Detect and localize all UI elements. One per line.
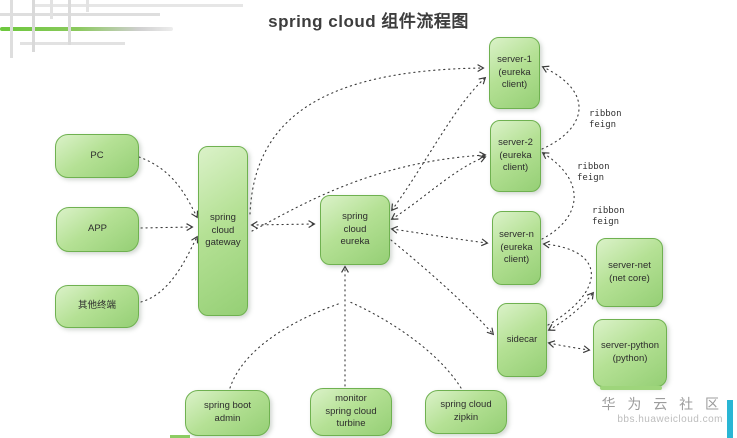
watermark: 华 为 云 社 区 bbs.huaweicloud.com xyxy=(601,396,723,425)
deco-line xyxy=(20,42,125,45)
node-other-terminal: 其他终端 xyxy=(55,285,139,328)
watermark-green-line xyxy=(600,386,662,390)
watermark-cyan-bar xyxy=(727,400,733,438)
page-title: spring cloud 组件流程图 xyxy=(268,12,469,31)
node-spring-cloud-gateway: spring cloud gateway xyxy=(198,146,248,316)
edge-gateway-eureka xyxy=(250,220,316,229)
watermark-brand: 华 为 云 社 区 xyxy=(601,396,723,412)
edge-label-ribbon-feign-1: ribbon feign xyxy=(589,109,622,131)
deco-line xyxy=(86,0,89,12)
edge-other-gateway xyxy=(140,235,199,303)
edge-eureka-server1 xyxy=(391,76,487,212)
node-server-1: server-1 (eureka client) xyxy=(489,37,540,109)
edge-app-gateway xyxy=(140,223,194,232)
edge-label-ribbon-feign-3: ribbon feign xyxy=(592,206,625,228)
node-server-net: server-net (net core) xyxy=(596,238,663,307)
edge-gateway-server1 xyxy=(249,64,485,215)
deco-line xyxy=(32,0,35,52)
edge-eureka-servern xyxy=(390,225,489,247)
node-spring-boot-admin: spring boot admin xyxy=(185,390,270,436)
deco-line xyxy=(50,0,53,19)
node-zipkin: spring cloud zipkin xyxy=(425,390,507,434)
node-pc: PC xyxy=(55,134,139,178)
edge-ribbon-servern-server2 xyxy=(541,152,575,240)
edge-zipkin-eureka xyxy=(349,301,462,389)
node-server-python: server-python (python) xyxy=(593,319,667,387)
deco-green-line xyxy=(0,27,173,31)
edge-eureka-server2 xyxy=(390,155,487,220)
edge-eureka-sidecar xyxy=(390,239,495,336)
edge-sidecar-serverpython xyxy=(547,340,591,354)
watermark-site: bbs.huaweicloud.com xyxy=(617,413,723,425)
deco-line xyxy=(68,0,71,45)
edge-label-ribbon-feign-2: ribbon feign xyxy=(577,162,610,184)
node-sidecar: sidecar xyxy=(497,303,547,377)
edge-ribbon-server2-server1 xyxy=(541,65,580,150)
edge-admin-eureka xyxy=(229,302,342,389)
deco-line xyxy=(33,4,243,7)
node-spring-cloud-eureka: spring cloud eureka xyxy=(320,195,390,265)
deco-line xyxy=(10,0,13,58)
deco-line xyxy=(0,13,160,16)
bottom-green-bar xyxy=(170,435,190,438)
node-app: APP xyxy=(56,207,139,252)
edge-sidecar-servernet xyxy=(547,291,594,331)
node-server-n: server-n (eureka client) xyxy=(492,211,541,285)
node-server-2: server-2 (eureka client) xyxy=(490,120,541,192)
node-turbine: monitor spring cloud turbine xyxy=(310,388,392,436)
edge-pc-gateway xyxy=(138,156,199,219)
edge-ribbon-sidecar-servern xyxy=(542,240,592,326)
